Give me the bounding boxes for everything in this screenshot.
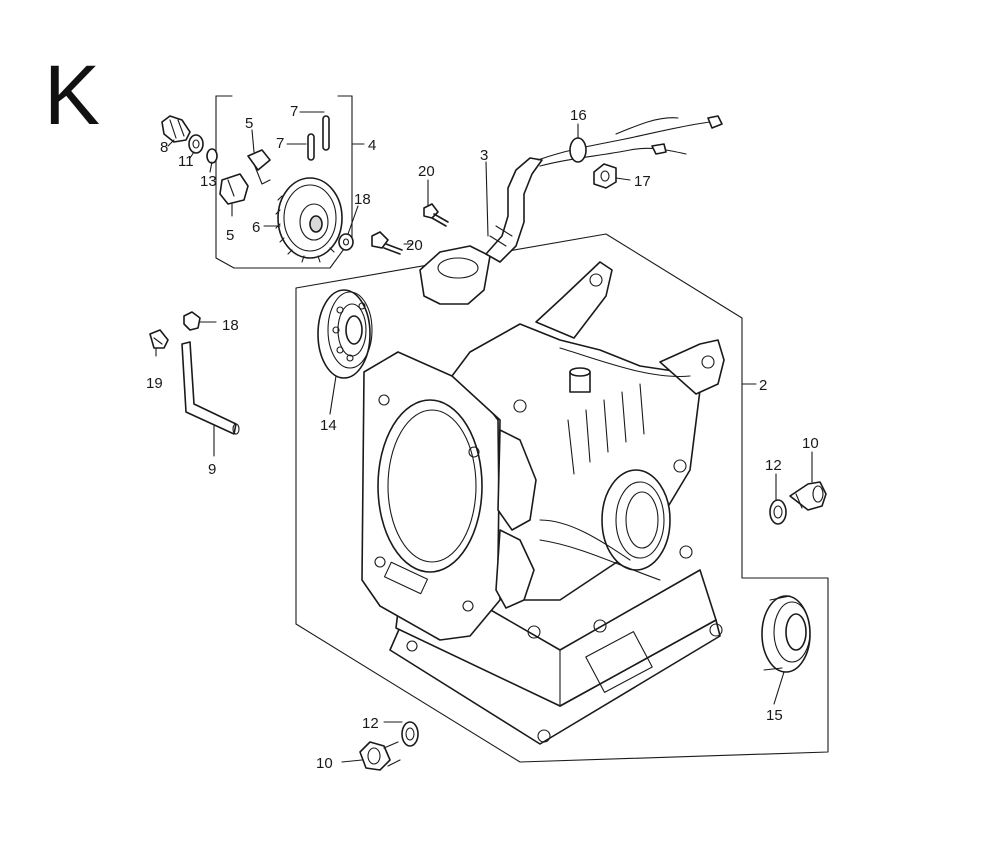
part-12-washer-lower (401, 721, 419, 747)
part-13-washer (206, 148, 218, 164)
callout-10-right: 10 (802, 435, 819, 452)
callout-7-upper: 7 (290, 103, 298, 120)
part-5-holder (219, 173, 249, 205)
part-6-governor-gear (275, 177, 343, 263)
leader-lines (155, 111, 813, 763)
part-18-nut-lower (183, 311, 201, 331)
part-9-rod (181, 341, 240, 435)
callout-7-lower: 7 (276, 135, 284, 152)
part-11-washer (188, 134, 204, 154)
callout-10-lower: 10 (316, 755, 333, 772)
callout-11: 11 (178, 153, 194, 170)
part-3-oil-switch (419, 157, 543, 305)
part-15-oil-seal (761, 595, 811, 673)
callout-17: 17 (634, 173, 651, 190)
callout-6: 6 (252, 219, 260, 236)
part-20-bolt-upper (423, 203, 449, 227)
callout-12-right: 12 (765, 457, 782, 474)
part-20-bolt-lower (371, 231, 403, 255)
callout-15: 15 (766, 707, 783, 724)
part-5-clip (247, 149, 271, 185)
callout-13: 13 (200, 173, 217, 190)
callout-20-upper: 20 (418, 163, 435, 180)
callout-16: 16 (570, 107, 587, 124)
part-10-bolt-right (789, 481, 827, 511)
part-2-crankcase (361, 261, 725, 745)
part-10-bolt-lower (359, 741, 401, 771)
callout-20-lower: 20 (406, 237, 423, 254)
part-17-nut (593, 163, 617, 189)
callout-8: 8 (160, 139, 168, 156)
callout-5-upper: 5 (245, 115, 253, 132)
callout-5-lower: 5 (226, 227, 234, 244)
callout-2: 2 (759, 377, 767, 394)
callout-19: 19 (146, 375, 163, 392)
part-16-wire-harness (537, 115, 723, 167)
section-letter: K (44, 48, 100, 142)
callout-9: 9 (208, 461, 216, 478)
part-19-clip (149, 329, 169, 349)
callout-18-lower: 18 (222, 317, 239, 334)
callout-12-lower: 12 (362, 715, 379, 732)
callout-18-upper: 18 (354, 191, 371, 208)
crankcase-group-bracket (295, 233, 829, 763)
callout-labels: 2 3 4 5 5 6 7 7 8 9 10 10 11 12 12 13 14… (146, 103, 819, 772)
part-7-pins (307, 115, 330, 161)
part-12-washer-right (769, 499, 787, 525)
governor-group-bracket (215, 95, 353, 269)
part-18-washer-upper (338, 233, 354, 251)
part-8-plug (161, 115, 191, 143)
part-14-bearing (317, 289, 373, 379)
callout-3: 3 (480, 147, 488, 164)
callout-14: 14 (320, 417, 337, 434)
callout-4: 4 (368, 137, 376, 154)
